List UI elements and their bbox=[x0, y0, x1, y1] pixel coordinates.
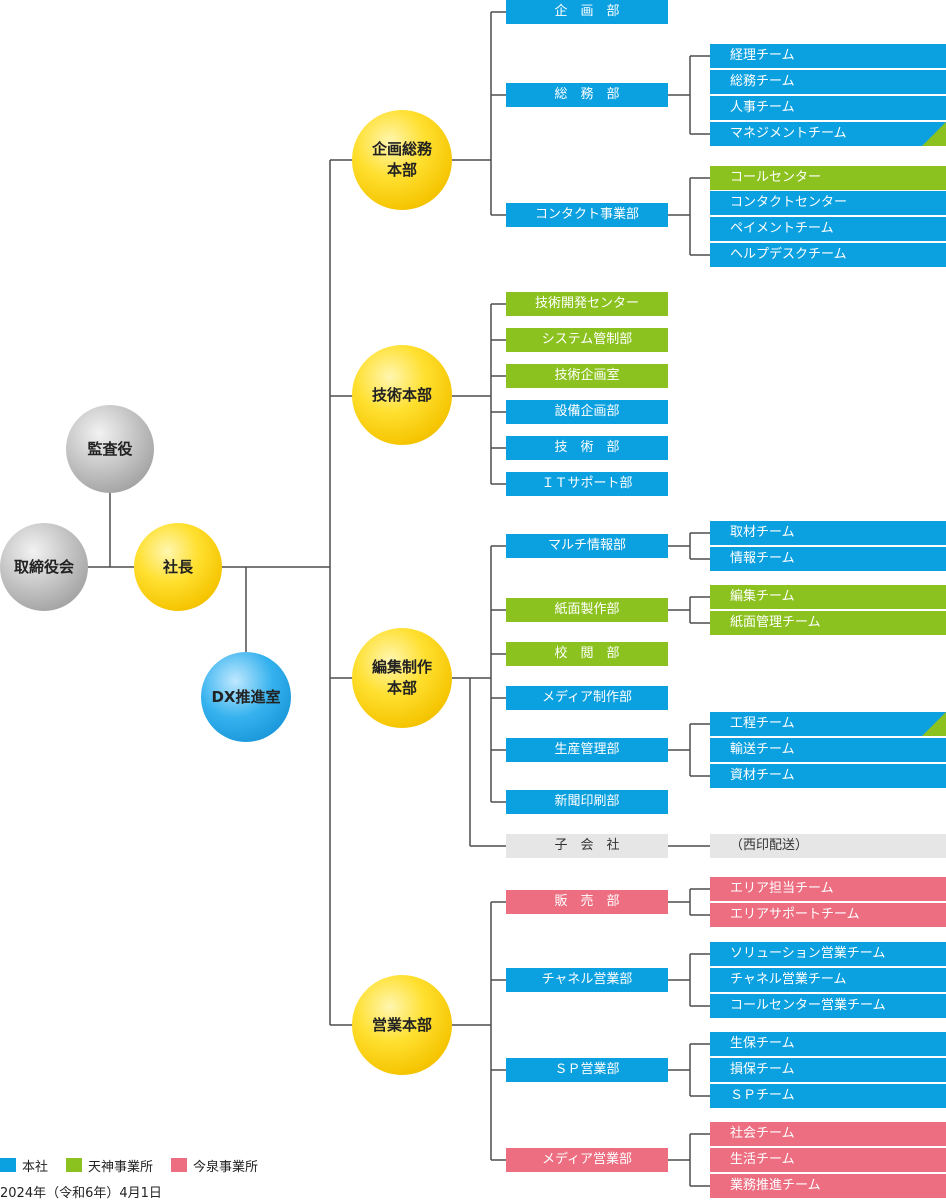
node-dx-office: DX推進室 bbox=[201, 652, 291, 742]
team-management: マネジメントチーム bbox=[710, 122, 946, 146]
team-henshu: 編集チーム bbox=[710, 585, 946, 609]
node-editorial-production-hq: 編集制作 本部 bbox=[352, 628, 452, 728]
dept-proofreading: 校 閲 部 bbox=[506, 642, 668, 666]
team-management-label: マネジメントチーム bbox=[730, 126, 847, 141]
tenjin-corner-marker bbox=[922, 712, 946, 736]
dept-page-production: 紙面製作部 bbox=[506, 598, 668, 622]
node-president: 社長 bbox=[134, 523, 222, 611]
team-keiri: 経理チーム bbox=[710, 44, 946, 68]
legend-label-tenjin: 天神事業所 bbox=[88, 1159, 154, 1175]
node-board-of-directors: 取締役会 bbox=[0, 523, 88, 611]
dept-somu: 総 務 部 bbox=[506, 83, 668, 107]
team-shuzai: 取材チーム bbox=[710, 521, 946, 545]
team-call-center: コールセンター bbox=[710, 166, 946, 190]
dept-tech-planning: 技術企画室 bbox=[506, 364, 668, 388]
team-call-center-sales: コールセンター営業チーム bbox=[710, 994, 946, 1018]
team-jinji: 人事チーム bbox=[710, 96, 946, 120]
dept-it-support: ＩＴサポート部 bbox=[506, 472, 668, 496]
legend-swatch-tenjin bbox=[66, 1158, 83, 1172]
dept-media-production: メディア制作部 bbox=[506, 686, 668, 710]
team-contact-center: コンタクトセンター bbox=[710, 191, 946, 215]
team-somu: 総務チーム bbox=[710, 70, 946, 94]
legend-swatch-honsha bbox=[0, 1158, 16, 1172]
legend: 本社 天神事業所 今泉事業所 bbox=[0, 1157, 276, 1175]
team-shizai: 資材チーム bbox=[710, 764, 946, 788]
dept-media-sales: メディア営業部 bbox=[506, 1148, 668, 1172]
dept-sales: 販 売 部 bbox=[506, 890, 668, 914]
node-sales-hq: 営業本部 bbox=[352, 975, 452, 1075]
dept-production-control: 生産管理部 bbox=[506, 738, 668, 762]
effective-date: 2024年（令和6年）4月1日 bbox=[0, 1186, 162, 1201]
team-koutei: 工程チーム bbox=[710, 712, 946, 736]
dept-subsidiary: 子 会 社 bbox=[506, 834, 668, 858]
node-planning-admin-hq: 企画総務 本部 bbox=[352, 110, 452, 210]
legend-label-honsha: 本社 bbox=[22, 1159, 49, 1175]
legend-swatch-imaizumi bbox=[171, 1158, 188, 1172]
legend-label-imaizumi: 今泉事業所 bbox=[193, 1159, 259, 1175]
dept-sp-sales: ＳＰ営業部 bbox=[506, 1058, 668, 1082]
dept-channel-sales: チャネル営業部 bbox=[506, 968, 668, 992]
dept-newspaper-printing: 新聞印刷部 bbox=[506, 790, 668, 814]
team-koutei-label: 工程チーム bbox=[730, 716, 795, 731]
dept-multi-info: マルチ情報部 bbox=[506, 534, 668, 558]
dept-facility-planning: 設備企画部 bbox=[506, 400, 668, 424]
dept-tech-development: 技術開発センター bbox=[506, 292, 668, 316]
dept-kikaku: 企 画 部 bbox=[506, 0, 668, 24]
dept-contact: コンタクト事業部 bbox=[506, 203, 668, 227]
team-shakai: 社会チーム bbox=[710, 1122, 946, 1146]
tenjin-corner-marker bbox=[922, 122, 946, 146]
team-yuso: 輸送チーム bbox=[710, 738, 946, 762]
team-nishi-in-haiso: （西印配送） bbox=[710, 834, 946, 858]
team-joho: 情報チーム bbox=[710, 547, 946, 571]
team-solution: ソリューション営業チーム bbox=[710, 942, 946, 966]
team-sonpo: 損保チーム bbox=[710, 1058, 946, 1082]
team-area-tanto: エリア担当チーム bbox=[710, 877, 946, 901]
team-gyomu-suishin: 業務推進チーム bbox=[710, 1174, 946, 1198]
node-kansayaku: 監査役 bbox=[66, 405, 154, 493]
team-area-support: エリアサポートチーム bbox=[710, 903, 946, 927]
team-channel-sales: チャネル営業チーム bbox=[710, 968, 946, 992]
team-sp: ＳＰチーム bbox=[710, 1084, 946, 1108]
team-helpdesk: ヘルプデスクチーム bbox=[710, 243, 946, 267]
dept-system-control: システム管制部 bbox=[506, 328, 668, 352]
team-payment: ペイメントチーム bbox=[710, 217, 946, 241]
node-technology-hq: 技術本部 bbox=[352, 345, 452, 445]
team-seiho: 生保チーム bbox=[710, 1032, 946, 1056]
team-shimen-kanri: 紙面管理チーム bbox=[710, 611, 946, 635]
dept-technology: 技 術 部 bbox=[506, 436, 668, 460]
team-seikatsu: 生活チーム bbox=[710, 1148, 946, 1172]
